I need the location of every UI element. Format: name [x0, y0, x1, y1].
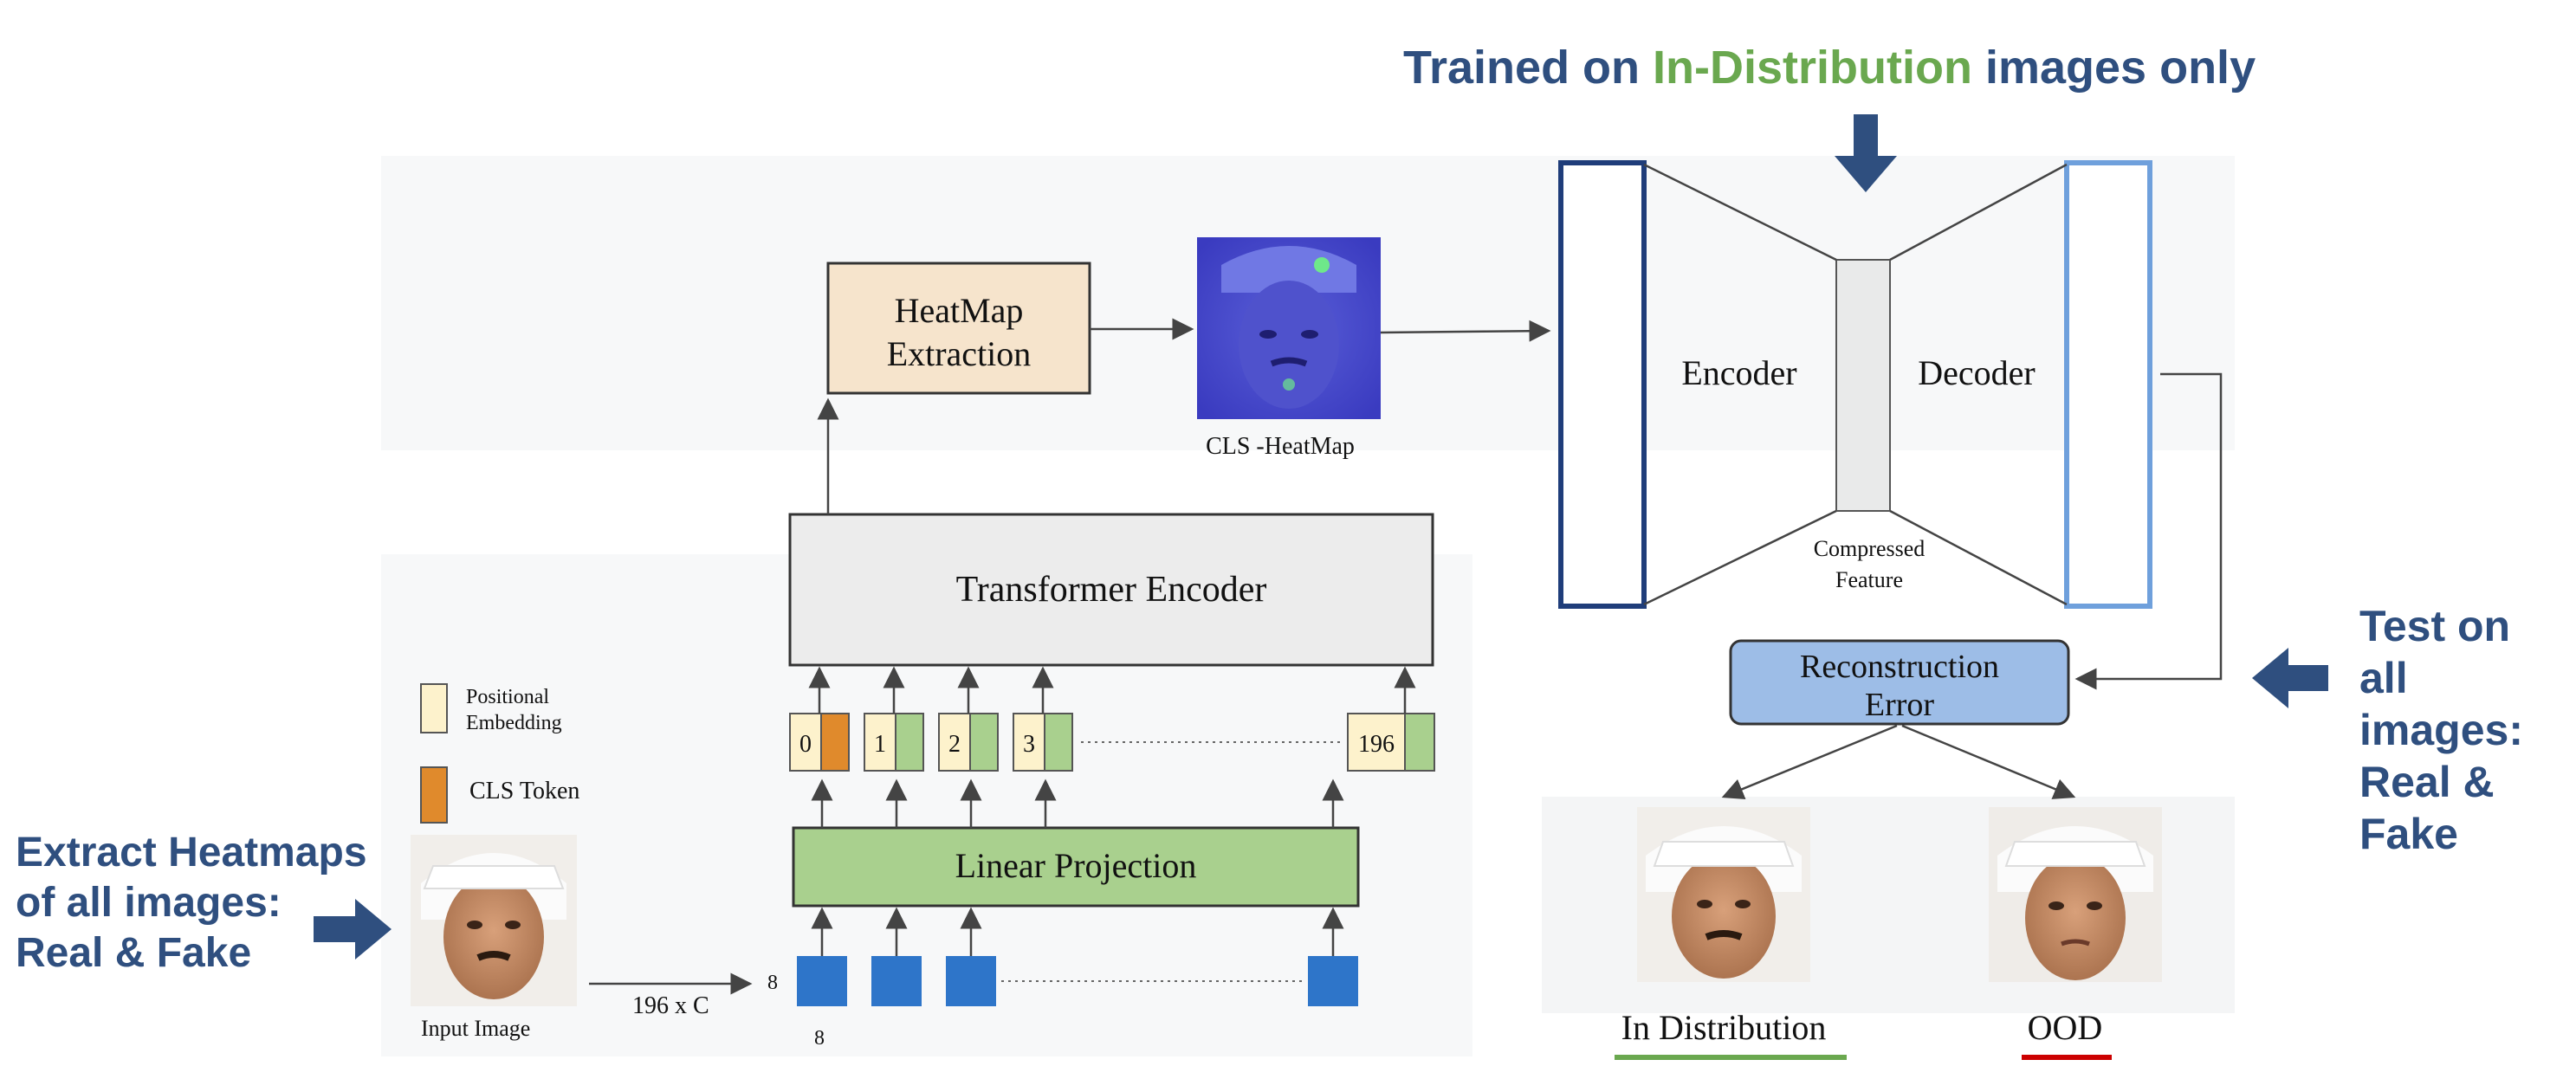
ood-image: [1989, 807, 2162, 982]
encoder-edge-bottom: [1643, 509, 1837, 606]
decoder-output-layer: [2064, 160, 2152, 609]
in-distribution-image: [1637, 807, 1810, 982]
reconstruction-error-line1: Reconstruction: [1800, 649, 1999, 685]
input-image-label: Input Image: [421, 1016, 530, 1041]
header-title: Trained on In-Distribution images only: [1403, 42, 2256, 94]
header-part3: images only: [1972, 42, 2256, 94]
patch-3: [946, 956, 996, 1006]
token-0-label: 0: [799, 731, 812, 758]
patch-height-label: 8: [767, 972, 778, 994]
left-note-line3: Real & Fake: [16, 930, 251, 976]
patch-2: [871, 956, 922, 1006]
arrow-recon-to-in-dist: [1721, 724, 1898, 800]
decoder-label: Decoder: [1918, 353, 2035, 392]
token-0: 0: [789, 713, 850, 772]
token-196: 196: [1347, 713, 1435, 772]
down-arrow-icon: [1835, 114, 1897, 192]
input-image: [411, 835, 577, 1006]
arrow-recon-to-ood: [1901, 724, 2076, 799]
legend-positional-swatch: [420, 683, 448, 733]
heatmap-extraction-line1: HeatMap: [895, 291, 1024, 330]
right-arrow-icon: [314, 899, 392, 959]
left-arrow-icon: [2252, 648, 2328, 708]
compressed-feature-line1: Compressed: [1814, 536, 1926, 561]
decoder-edge-top: [1889, 163, 2068, 262]
right-note-line5: Fake: [2359, 810, 2458, 858]
patch-1: [797, 956, 847, 1006]
token-2: 2: [938, 713, 999, 772]
token-1: 1: [864, 713, 924, 772]
encoder-edge-top: [1643, 163, 1837, 262]
legend-positional-line2: Embedding: [466, 712, 562, 734]
token-196-label: 196: [1358, 731, 1395, 758]
right-note-line3: images:: [2359, 706, 2523, 754]
patch-width-label: 8: [814, 1027, 825, 1050]
token-2-label: 2: [948, 731, 961, 758]
in-distribution-underline: [1615, 1055, 1847, 1060]
header-part1: Trained on: [1403, 42, 1653, 94]
legend-cls-label: CLS Token: [469, 778, 579, 804]
token-3-label: 3: [1023, 731, 1035, 758]
ood-underline: [2022, 1055, 2112, 1060]
arrow-cls-to-encoder: [1380, 320, 1551, 342]
patch-n: [1308, 956, 1358, 1006]
linear-projection-block: [792, 826, 1360, 908]
decoder-edge-bottom: [1889, 509, 2068, 606]
heatmap-extraction-block: [826, 262, 1091, 395]
reconstruction-error-line2: Error: [1865, 687, 1935, 723]
reconstruction-error-block: [1729, 639, 2070, 726]
encoder-label: Encoder: [1681, 353, 1796, 392]
left-note-line2: of all images:: [16, 880, 282, 926]
patch-dims-label: 196 x C: [632, 992, 709, 1019]
cls-heatmap-label: CLS -HeatMap: [1206, 433, 1355, 460]
left-note-line1: Extract Heatmaps: [16, 830, 367, 875]
right-note-line1: Test on: [2359, 602, 2510, 650]
in-distribution-label: In Distribution: [1621, 1008, 1827, 1047]
right-note-line4: Real &: [2359, 758, 2495, 806]
transformer-encoder-label: Transformer Encoder: [956, 570, 1267, 610]
encoder-input-layer: [1558, 160, 1647, 609]
legend-positional-line1: Positional: [466, 686, 549, 708]
arrow-decoder-to-recon: [2074, 372, 2223, 690]
right-note-line2: all: [2359, 654, 2408, 702]
ood-label: OOD: [2028, 1008, 2103, 1047]
compressed-feature-block: [1835, 259, 1891, 512]
token-3: 3: [1013, 713, 1073, 772]
linear-projection-label: Linear Projection: [955, 846, 1197, 885]
heatmap-extraction-line2: Extraction: [887, 334, 1032, 373]
token-1-label: 1: [874, 731, 886, 758]
legend-cls-swatch: [420, 766, 448, 824]
cls-heatmap-image: [1197, 237, 1381, 419]
transformer-encoder-block: [788, 513, 1434, 667]
header-highlight: In-Distribution: [1653, 42, 1972, 94]
compressed-feature-line2: Feature: [1835, 567, 1903, 592]
